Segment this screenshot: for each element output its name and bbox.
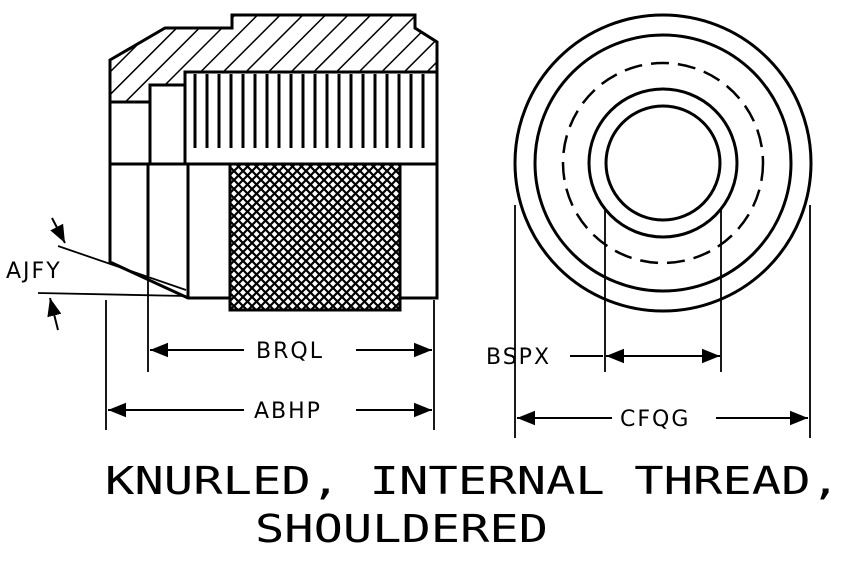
- bore-circle: [604, 104, 722, 222]
- extension-lines-side: [37, 245, 435, 430]
- dimension-lines-end: [517, 348, 808, 426]
- shoulder-circle: [533, 33, 793, 293]
- outer-diameter-circle: [513, 13, 813, 313]
- ajfy-arrow-bottom: [47, 297, 62, 331]
- extension-lines-end: [514, 205, 811, 438]
- caption-line-2: SHOULDERED: [255, 507, 548, 551]
- dim-label-abhp: ABHP: [254, 399, 322, 424]
- internal-thread: [183, 70, 439, 166]
- side-view: [108, 13, 439, 312]
- ajfy-arrow-top: [50, 217, 66, 244]
- caption-line-1: KNURLED, INTERNAL THREAD,: [105, 459, 840, 503]
- thread-major-circle: [561, 61, 765, 265]
- end-view: [513, 13, 813, 313]
- counterbore-circle: [587, 87, 739, 239]
- dimension-lines-side: [47, 217, 432, 418]
- dim-label-bspx: BSPX: [486, 345, 551, 370]
- dim-label-ajfy: AJFY: [6, 259, 62, 284]
- dim-label-cfqg: CFQG: [620, 407, 690, 432]
- dim-label-brql: BRQL: [256, 339, 324, 364]
- knurled-band: [228, 162, 402, 312]
